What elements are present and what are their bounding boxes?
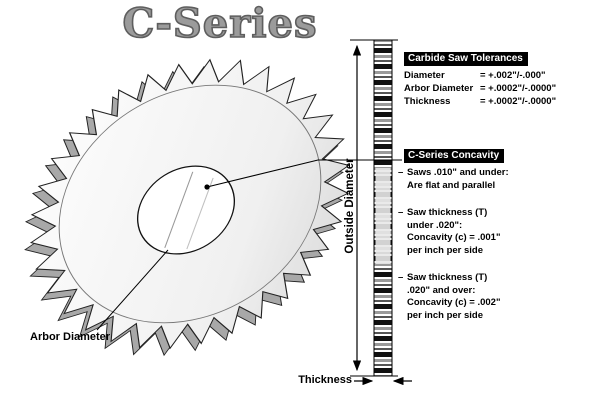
concavity-item: –Saw thickness (T) .020" and over: Conca… [398,272,593,322]
bullet: – [398,207,404,218]
concavity-notes: –Saws .010" and under: Are flat and para… [398,167,593,337]
concavity-line: Saw thickness (T) [407,272,488,283]
tolerance-row-diameter: Diameter = +.002"/-.000" [404,69,594,82]
tolerance-row-thickness: Thickness = +.0002"/-.0000" [404,95,594,108]
concavity-line: .020" and over: [407,284,476,296]
arbor-leader-line [96,249,169,331]
thickness-label: Thickness [298,374,352,386]
concavity-line: Saw thickness (T) [407,207,488,218]
concavity-item: –Saw thickness (T) under .020": Concavit… [398,207,593,257]
arbor-diameter-label: Arbor Diameter [30,331,111,343]
saw-blade-front-view [24,58,351,357]
concavity-line: per inch per side [407,309,484,321]
concavity-line: Are flat and parallel [407,179,496,191]
tolerances-list: Diameter = +.002"/-.000" Arbor Diameter … [404,69,594,108]
concavity-line: Concavity (c) = .002" [407,297,501,308]
concavity-leader-line [204,159,402,190]
tolerance-label: Thickness [404,96,451,107]
concavity-item: –Saws .010" and under: Are flat and para… [398,167,593,192]
concavity-line: Saws .010" and under: [407,167,509,178]
tolerance-value: = +.0002"/-.0000" [480,96,557,107]
tolerance-label: Diameter [404,70,445,81]
tolerance-row-arbor-diameter: Arbor Diameter = +.0002"/-.0000" [404,82,594,95]
bullet: – [398,272,404,283]
tolerance-label: Arbor Diameter [404,83,474,94]
tolerance-value: = +.0002"/-.0000" [480,83,557,94]
concavity-line: under .020": [407,219,463,231]
saw-blade-side-view [373,39,393,377]
tolerance-value: = +.002"/-.000" [480,70,546,81]
outside-diameter-label: Outside Diameter [344,158,356,254]
tolerances-header: Carbide Saw Tolerances [404,52,528,66]
concavity-header: C-Series Concavity [404,149,505,163]
bullet: – [398,167,404,178]
concavity-line: Concavity (c) = .001" [407,232,501,243]
concavity-line: per inch per side [407,244,484,256]
page-title: C-Series [122,0,318,48]
